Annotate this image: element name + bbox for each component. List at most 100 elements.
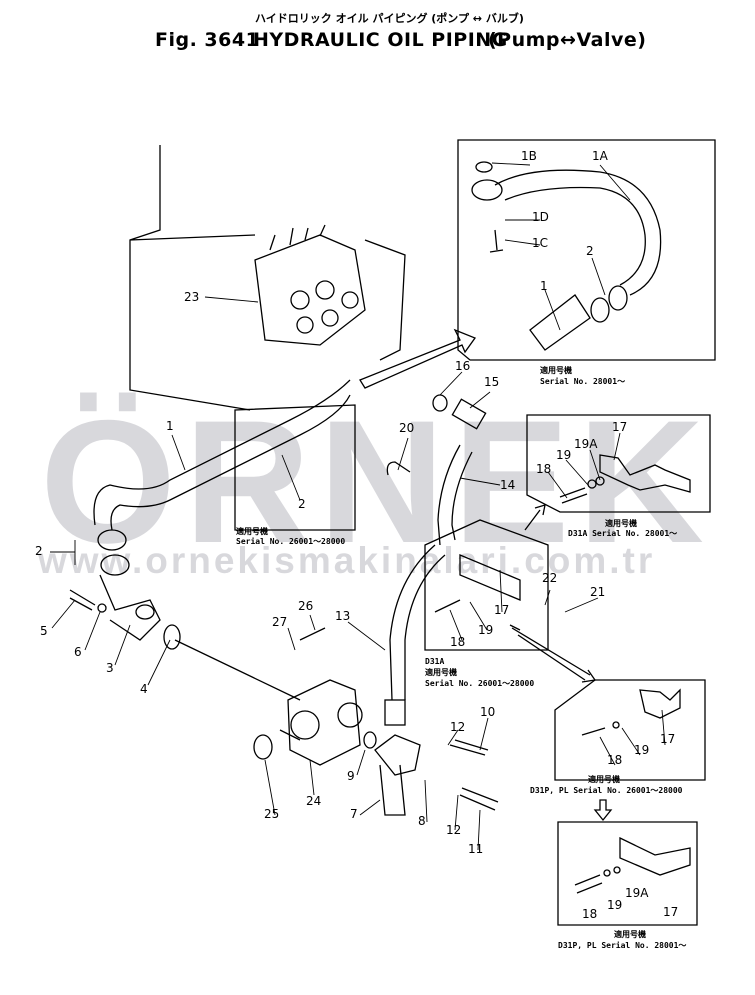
title-suffix: (Pump↔Valve): [488, 29, 647, 51]
callout-1A: 1A: [592, 149, 608, 163]
serial-d31p-old-jp: 適用号機: [588, 775, 620, 784]
serial-d31p-old: D31P, PL Serial No. 26001～28000: [530, 786, 683, 795]
callout-14: 14: [500, 478, 516, 492]
o-ring-25: [253, 734, 273, 760]
bolt-10: [449, 739, 489, 756]
callout-13: 13: [335, 609, 351, 623]
bolt-18-d31p-old: [581, 727, 606, 736]
bracket-17-d31p-new: [619, 836, 691, 876]
bolt-18-mid: [434, 599, 461, 613]
fitting-15: [451, 398, 487, 430]
callout-19-d31p-new: 19: [607, 898, 623, 912]
serial-top-jp: 適用号機: [540, 366, 572, 375]
callout-27: 27: [272, 615, 288, 629]
callout-7: 7: [350, 807, 358, 821]
callout-17-mid: 17: [494, 603, 510, 617]
title-fig-number: Fig. 3641: [155, 29, 260, 51]
callout-1C: 1C: [532, 236, 549, 250]
hose-fitting: [384, 699, 406, 726]
callout-25: 25: [264, 807, 280, 821]
callout-2-inner: 2: [298, 497, 306, 511]
serial-inner: Serial No. 26001～28000: [236, 537, 346, 546]
callout-19-mid: 19: [478, 623, 494, 637]
serial-d31p-new-jp: 適用号機: [614, 930, 646, 939]
callout-19A-d31a: 19A: [574, 437, 598, 451]
u-bolt-20: [386, 461, 411, 476]
callout-2-left: 2: [35, 544, 43, 558]
pipe-14: [437, 444, 473, 546]
callout-16: 16: [455, 359, 471, 373]
bolt-5: [69, 589, 96, 611]
callout-18-d31p-new: 18: [582, 907, 598, 921]
callout-18-d31a: 18: [536, 462, 552, 476]
down-arrow: [593, 799, 613, 822]
bolt-26: [299, 627, 326, 641]
callout-17-d31a: 17: [612, 420, 628, 434]
pipe-7: [379, 764, 406, 816]
callout-5: 5: [40, 624, 48, 638]
callout-18-d31p-old: 18: [607, 753, 623, 767]
callout-19-d31p-old: 19: [634, 743, 650, 757]
leader-lines: [50, 162, 666, 851]
serial-d31a-old: Serial No. 26001～28000: [425, 679, 535, 688]
hydraulic-pump-24: [279, 679, 363, 766]
callout-22: 22: [542, 571, 558, 585]
suction-pipe-1: [93, 379, 351, 650]
box-d31a-old: [424, 519, 549, 651]
callout-18-mid: 18: [450, 635, 466, 649]
o-ring-9: [363, 731, 377, 749]
callout-1: 1: [166, 419, 174, 433]
serial-d31p-new: D31P, PL Serial No. 28001～: [558, 941, 687, 950]
o-ring-16: [432, 394, 448, 412]
callout-20: 20: [399, 421, 415, 435]
callout-12-lower: 12: [446, 823, 462, 837]
arrow-d31a: [524, 504, 546, 531]
pipe-1A-drawing: [471, 161, 662, 351]
callout-24: 24: [306, 794, 322, 808]
washer-19-d31p-old: [612, 721, 620, 729]
bracket-17-d31a: [599, 454, 691, 493]
elbow-block: [374, 734, 421, 776]
callout-4: 4: [140, 682, 148, 696]
serial-d31a-model: D31A: [425, 657, 445, 666]
bolt-18-d31a: [559, 487, 588, 504]
box-top-variant: [457, 139, 716, 361]
serial-top: Serial No. 28001～: [540, 377, 626, 386]
callout-1D: 1D: [532, 210, 549, 224]
serial-d31a-new-jp: 適用号機: [605, 519, 637, 528]
bolt-11: [459, 787, 499, 811]
washer-6: [97, 603, 107, 613]
box-inner-variant: [234, 404, 356, 531]
callout-10: 10: [480, 705, 496, 719]
bolt-18-d31p-new: [574, 874, 603, 894]
box-d31a-new: [526, 414, 711, 513]
machine-frame: [129, 145, 406, 411]
callout-3: 3: [106, 661, 114, 675]
bracket-17-d31p-old: [639, 688, 681, 719]
control-valve-23: [254, 224, 366, 346]
watermark-brand: ÖRNEK: [40, 385, 712, 580]
callout-23: 23: [184, 290, 200, 304]
box-d31p-new: [557, 821, 698, 926]
callout-1-top: 1: [540, 279, 548, 293]
callout-17-d31p-old: 17: [660, 732, 676, 746]
serial-inner-jp: 適用号機: [236, 527, 268, 536]
serial-d31a-new: D31A Serial No. 28001～: [568, 529, 678, 538]
callout-21: 21: [590, 585, 606, 599]
callout-15: 15: [484, 375, 500, 389]
bracket-17-mid: [459, 554, 521, 601]
callout-1B: 1B: [521, 149, 537, 163]
callout-9: 9: [347, 769, 355, 783]
box-d31p-old: [554, 679, 706, 781]
callout-11: 11: [468, 842, 484, 856]
callout-17-d31p-new: 17: [663, 905, 679, 919]
callout-2-top: 2: [586, 244, 594, 258]
title-japanese: ハイドロリック オイル パイピング (ポンプ ↔ バルブ): [255, 12, 524, 25]
hatched-arrow: [359, 328, 477, 389]
callout-26: 26: [298, 599, 314, 613]
watermark-url: www.ornekismakinalari.com.tr: [38, 540, 656, 581]
washer-19-d31a: [587, 479, 597, 489]
callout-12-upper: 12: [450, 720, 466, 734]
